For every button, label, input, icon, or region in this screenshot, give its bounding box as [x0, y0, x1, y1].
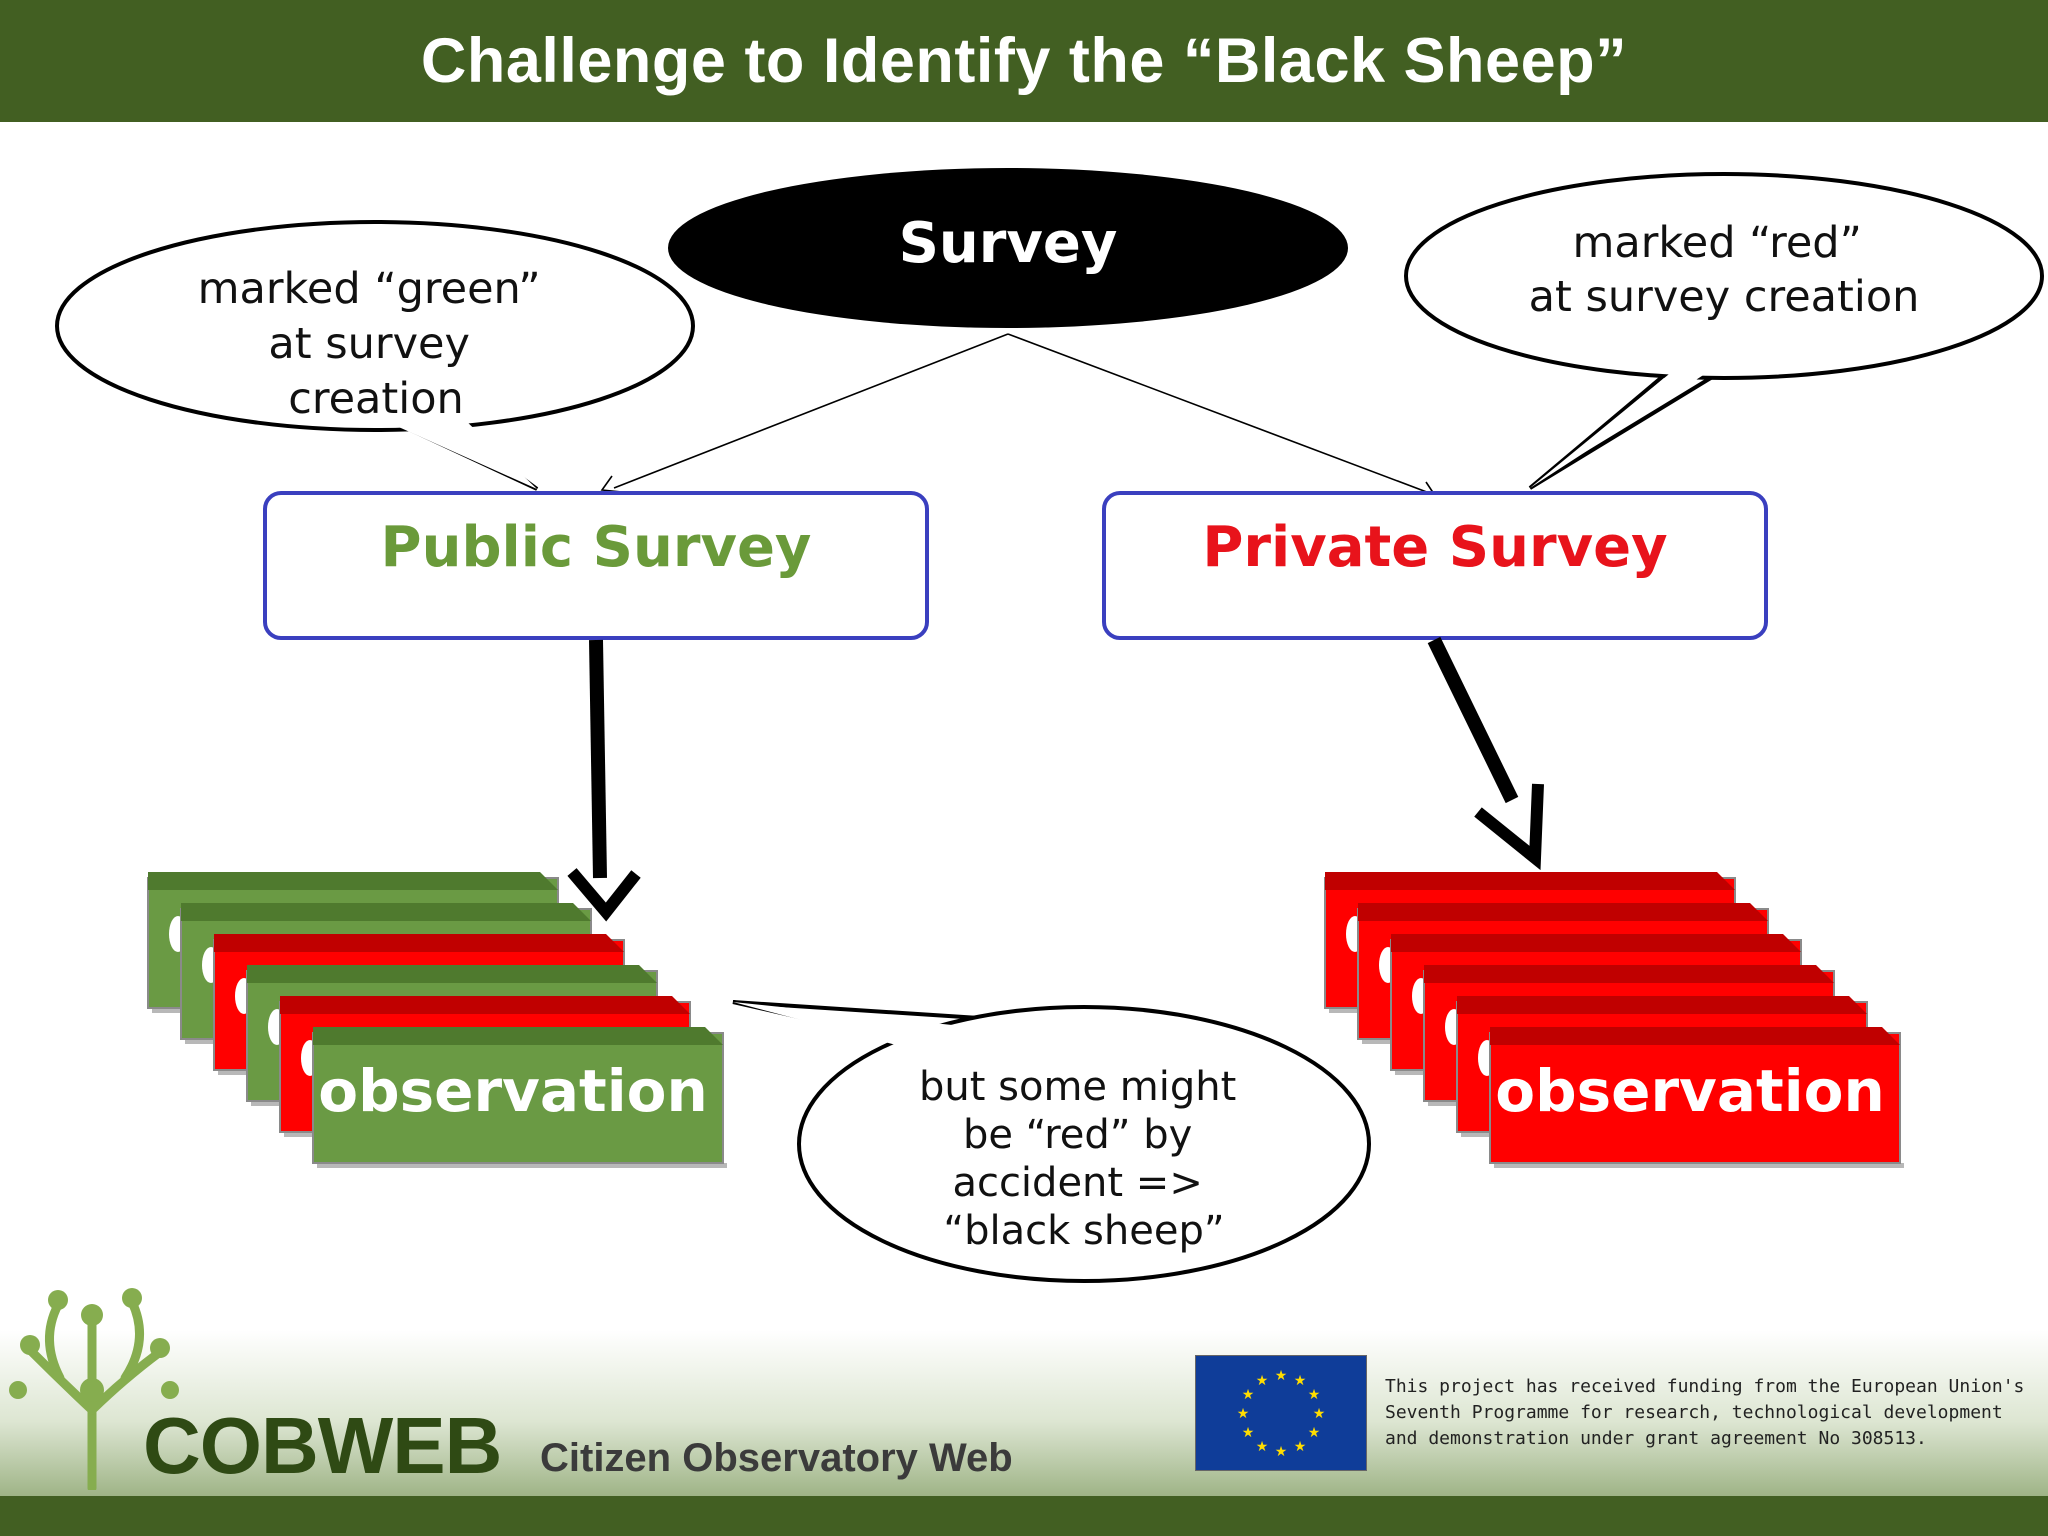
footer-bar: [0, 1496, 2048, 1536]
private-observation-label: observation: [1495, 1057, 1885, 1125]
svg-text:★: ★: [1237, 1406, 1250, 1422]
slide-title: Challenge to Identify the “Black Sheep”: [420, 26, 1628, 96]
title-bar: Challenge to Identify the “Black Sheep”: [0, 0, 2048, 122]
svg-text:★: ★: [1308, 1425, 1321, 1441]
callout-black-sheep-line-1: but some might: [919, 1064, 1236, 1110]
callout-green-line-1: marked “green”: [198, 264, 541, 314]
eu-funding-line-1: This project has received funding from t…: [1385, 1376, 2025, 1397]
cobweb-tree-logo: [9, 1288, 179, 1490]
cobweb-logo-subtitle: Citizen Observatory Web: [540, 1436, 1013, 1480]
private-observation-card-red: observation: [1489, 1027, 1904, 1168]
svg-text:marked “red” at survey c: marked “red” at survey creation: [1529, 218, 1920, 322]
svg-text:★: ★: [1275, 1368, 1288, 1384]
cobweb-logo-word: COBWEB: [143, 1401, 502, 1490]
public-survey-label: Public Survey: [381, 515, 812, 580]
svg-text:★: ★: [1242, 1425, 1255, 1441]
callout-black-sheep-line-2: be “red” by: [963, 1112, 1192, 1158]
callout-green: marked “green” at survey creation: [55, 220, 695, 491]
callout-red: marked “red” at survey creation: [1404, 172, 2044, 490]
callout-black-sheep: but some might be “red” by accident => “…: [732, 1000, 1371, 1283]
footer-band: [0, 1330, 2048, 1496]
eu-flag: ★★★ ★★★ ★★★ ★★★: [1195, 1355, 1367, 1471]
arrow-private-to-observations: [1427, 636, 1544, 871]
public-observation-stack: observation: [147, 872, 727, 1168]
callout-green-line-3: creation: [288, 374, 464, 424]
private-survey-box: [1102, 491, 1768, 640]
public-observation-card-green: observation: [312, 1027, 727, 1168]
connector-public-arrowhead: [600, 475, 623, 493]
eu-funding-line-2: Seventh Programme for research, technolo…: [1385, 1402, 2003, 1423]
public-survey-box: [263, 491, 929, 640]
callout-black-sheep-line-3: accident =>: [952, 1160, 1202, 1206]
svg-text:★: ★: [1308, 1387, 1321, 1403]
svg-text:but some might be “red”: but some might be “red” by accident => “…: [919, 1064, 1249, 1254]
survey-label: Survey: [899, 211, 1118, 276]
svg-text:★: ★: [1294, 1439, 1307, 1455]
public-observation-label: observation: [318, 1057, 708, 1125]
svg-text:marked “green” at survey: marked “green” at survey creation: [198, 264, 555, 424]
survey-node: [668, 168, 1348, 328]
callout-red-line-2: at survey creation: [1529, 272, 1920, 322]
callout-green-line-2: at survey: [268, 319, 470, 369]
callout-black-sheep-line-4: “black sheep”: [943, 1208, 1224, 1254]
svg-text:★: ★: [1256, 1373, 1269, 1389]
private-survey-label: Private Survey: [1202, 515, 1667, 580]
eu-funding-line-3: and demonstration under grant agreement …: [1385, 1428, 1927, 1449]
private-observation-stack: observation: [1324, 872, 1904, 1168]
eu-stars-icon: ★★★ ★★★ ★★★ ★★★: [1237, 1368, 1326, 1460]
svg-text:★: ★: [1242, 1387, 1255, 1403]
arrow-public-to-observations: [567, 639, 641, 922]
svg-text:★: ★: [1275, 1444, 1288, 1460]
svg-text:★: ★: [1256, 1439, 1269, 1455]
eu-funding-notice: This project has received funding from t…: [1385, 1374, 2025, 1452]
callout-red-line-1: marked “red”: [1572, 218, 1861, 268]
connector-survey-public: [613, 333, 1009, 489]
svg-text:★: ★: [1313, 1406, 1326, 1422]
connector-survey-private: [1007, 333, 1433, 495]
svg-text:★: ★: [1294, 1373, 1307, 1389]
